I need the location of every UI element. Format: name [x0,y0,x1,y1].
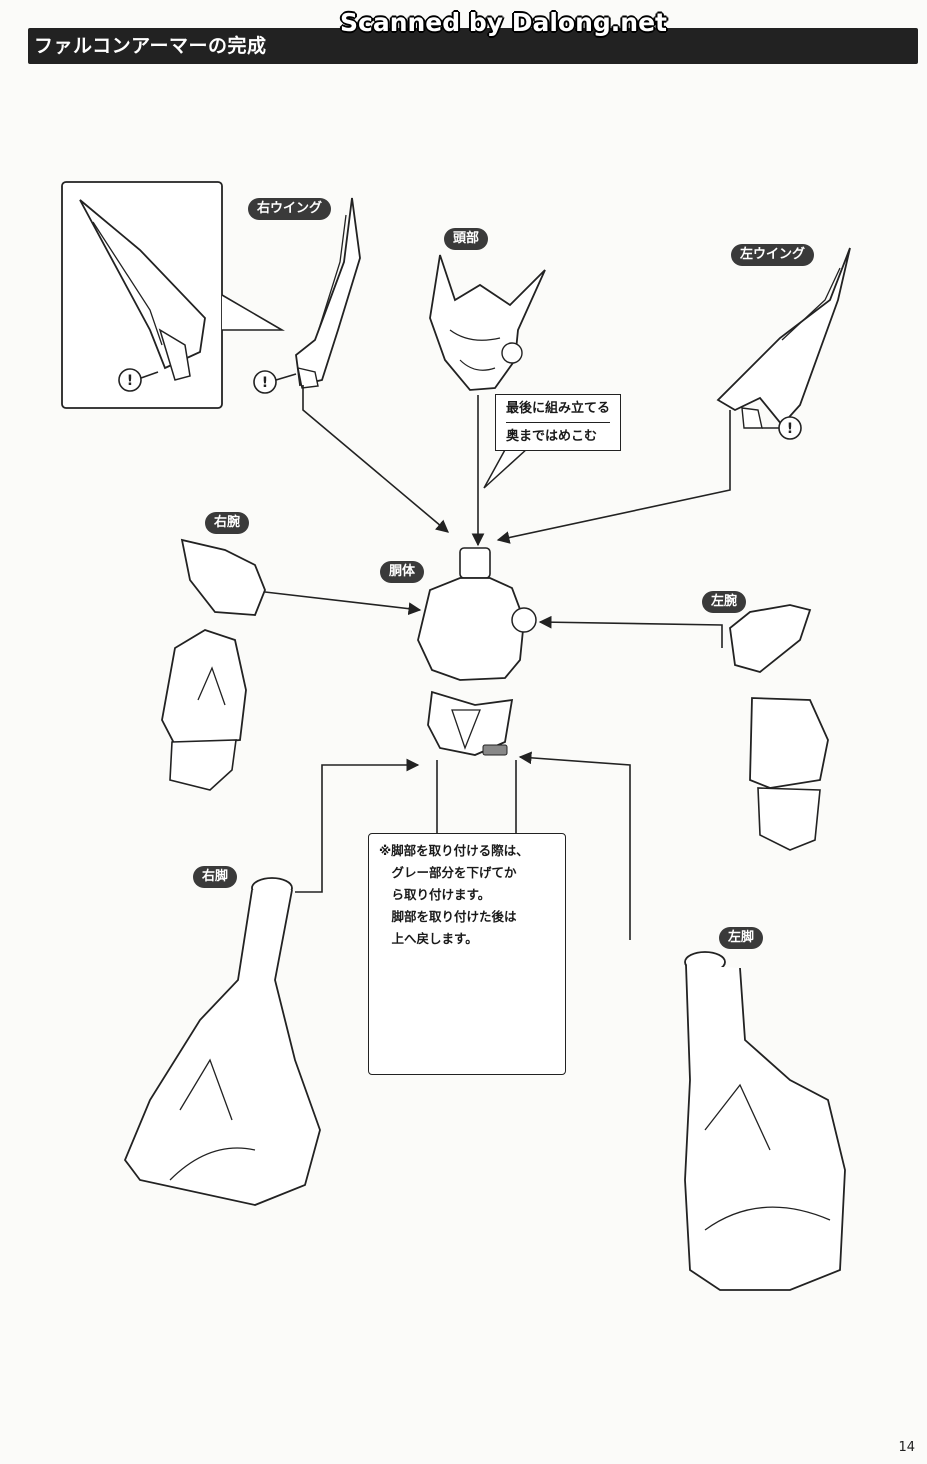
callout-line-2: 奥まではめこむ [506,422,611,450]
callout-line-1: 最後に組み立てる [506,401,611,416]
callout-pointer [483,447,529,489]
label-left-wing: 左ウイング [731,244,815,266]
left-arm-part [729,604,829,851]
caution-icon: ! [262,375,268,391]
torso-part [417,547,537,756]
connector-lines [264,385,731,940]
left-leg-part [684,951,846,1291]
page-title: ファルコンアーマーの完成 [34,35,267,57]
header-bar [28,28,918,64]
label-torso: 胴体 [380,561,425,583]
assembly-callout: 最後に組み立てる 奥まではめこむ [495,394,622,451]
leg-attachment-note: ※脚部を取り付ける際は、 グレー部分を下げてか ら取り付けます。 脚部を取り付け… [368,833,566,1075]
page-number: 14 [898,1440,915,1455]
note-text: ※脚部を取り付ける際は、 グレー部分を下げてか ら取り付けます。 脚部を取り付け… [379,843,529,946]
right-wing-part [295,197,361,389]
wing-detail-inset [61,181,285,409]
caution-icon: ! [787,421,793,437]
right-leg-part [123,877,321,1206]
scan-watermark: Scanned by Dalong.net [340,8,668,37]
label-right-arm: 右腕 [205,512,250,534]
label-head: 頭部 [444,228,489,250]
label-right-leg: 右脚 [193,866,238,888]
label-right-wing: 右ウイング [248,198,332,220]
caution-marks [118,368,802,440]
right-arm-part [161,538,266,791]
label-left-arm: 左腕 [702,591,747,613]
label-left-leg: 左脚 [719,927,764,949]
caution-icon: ! [127,373,133,389]
left-wing-part [716,247,851,429]
head-part [429,254,546,391]
